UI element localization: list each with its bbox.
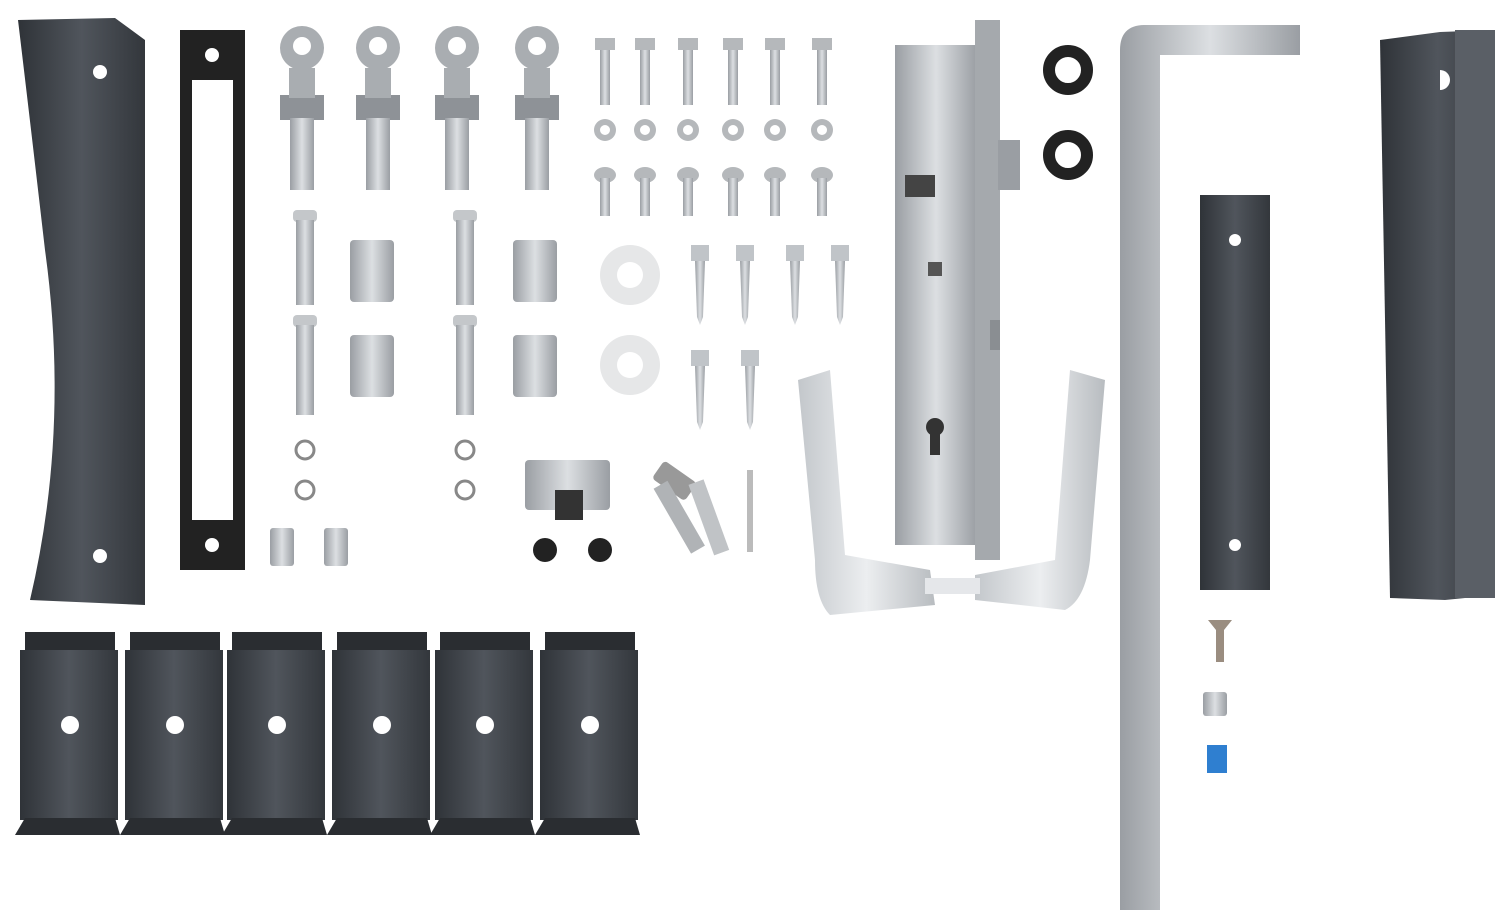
bushing <box>350 240 394 302</box>
bushing <box>513 240 557 302</box>
self-tapping-screw <box>831 245 849 325</box>
strike-plate-bracket <box>1200 195 1270 590</box>
circlip <box>454 439 476 461</box>
hex-bolt <box>765 38 785 105</box>
rivet-nut <box>1203 692 1227 716</box>
mortise-lock <box>895 20 1020 560</box>
button-head-screw <box>764 167 786 216</box>
button-head-screw <box>594 167 616 216</box>
circlip <box>294 479 316 501</box>
self-tapping-screw <box>786 245 804 325</box>
mounting-clip <box>15 632 120 835</box>
mounting-clip <box>535 632 640 835</box>
door-handle-pair <box>798 370 1105 615</box>
hex-nut <box>764 119 786 141</box>
nylon-washer <box>600 245 660 305</box>
self-tapping-screw <box>736 245 754 325</box>
self-tapping-screw <box>691 245 709 325</box>
circlip <box>294 439 316 461</box>
mounting-clip <box>120 632 225 835</box>
hinge-pin <box>293 315 317 415</box>
countersunk-screw <box>1208 620 1232 662</box>
self-tapping-screw <box>691 350 709 430</box>
rubber-cap <box>533 538 557 562</box>
hex-nut <box>677 119 699 141</box>
blue-clip <box>1207 745 1227 773</box>
button-head-screw <box>677 167 699 216</box>
curved-mounting-bracket <box>18 18 145 605</box>
hinge-pin <box>293 210 317 305</box>
hex-bolt <box>595 38 615 105</box>
eye-bolt <box>356 26 400 190</box>
hinge-pin <box>453 315 477 415</box>
eye-bolt <box>280 26 324 190</box>
hex-nut <box>722 119 744 141</box>
rivet-nut <box>324 528 348 566</box>
hex-bolt <box>678 38 698 105</box>
circlip <box>454 479 476 501</box>
o-ring-pair <box>1043 45 1093 180</box>
nylon-washer <box>600 335 660 395</box>
key-set <box>653 461 730 556</box>
mounting-clip <box>222 632 327 835</box>
hex-bolt <box>635 38 655 105</box>
gate-drop-bolt-rod <box>1120 25 1300 910</box>
bushing <box>350 335 394 397</box>
button-head-screw <box>811 167 833 216</box>
hex-nut <box>811 119 833 141</box>
self-tapping-screw <box>741 350 759 430</box>
mounting-clip <box>430 632 535 835</box>
button-head-screw <box>722 167 744 216</box>
hinge-pin <box>453 210 477 305</box>
hex-bolt <box>723 38 743 105</box>
button-head-screw <box>634 167 656 216</box>
mounting-clip <box>327 632 432 835</box>
bushing <box>513 335 557 397</box>
hex-nut <box>594 119 616 141</box>
lock-cylinder <box>525 460 610 520</box>
rectangular-frame <box>180 30 245 570</box>
hex-bolt <box>812 38 832 105</box>
hex-nut <box>634 119 656 141</box>
u-channel-bracket <box>1380 30 1495 600</box>
rubber-cap <box>588 538 612 562</box>
eye-bolt <box>435 26 479 190</box>
eye-bolt <box>515 26 559 190</box>
spindle-pin <box>747 470 753 552</box>
rivet-nut <box>270 528 294 566</box>
